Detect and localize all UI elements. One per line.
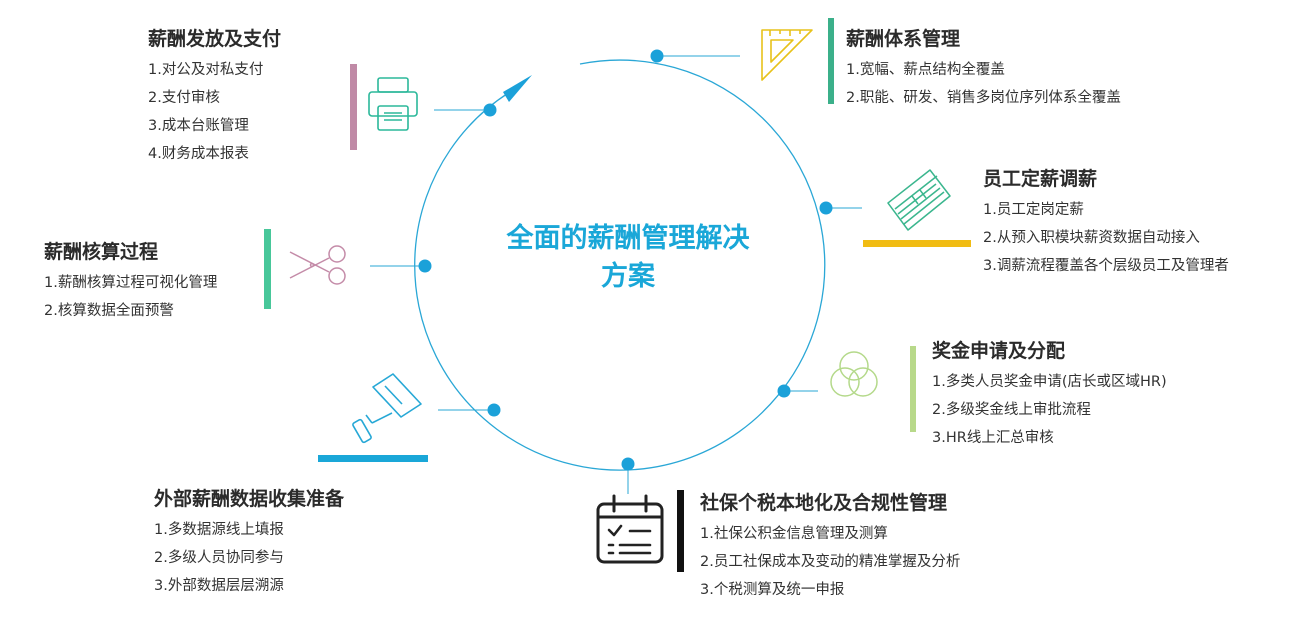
node-system [650, 49, 664, 63]
block-salary-payment: 薪酬发放及支付 1.对公及对私支付 2.支付审核 3.成本台账管理 4.财务成本… [148, 26, 281, 168]
accent-bar-bonus [910, 346, 916, 432]
node-bonus [777, 384, 791, 398]
block-bonus: 奖金申请及分配 1.多类人员奖金申请(店长或区域HR) 2.多级奖金线上审批流程… [932, 338, 1167, 452]
block-title: 外部薪酬数据收集准备 [154, 488, 345, 510]
center-title: 全面的薪酬管理解决 方案 [458, 220, 798, 296]
list-item: 2.多级奖金线上审批流程 [932, 402, 1091, 418]
list-item: 3.成本台账管理 [148, 118, 249, 134]
list-item: 1.薪酬核算过程可视化管理 [44, 275, 218, 291]
accent-bar-payment [350, 64, 357, 150]
block-title: 奖金申请及分配 [932, 340, 1066, 362]
block-external-data: 外部薪酬数据收集准备 1.多数据源线上填报 2.多级人员协同参与 3.外部数据层… [154, 486, 344, 600]
accent-bar-salary-adjust [863, 240, 971, 247]
center-title-line1: 全面的薪酬管理解决 [506, 223, 750, 254]
block-social-tax: 社保个税本地化及合规性管理 1.社保公积金信息管理及测算 2.员工社保成本及变动… [700, 490, 960, 604]
block-salary-system: 薪酬体系管理 1.宽幅、薪点结构全覆盖 2.职能、研发、销售多岗位序列体系全覆盖 [846, 26, 1121, 112]
list-item: 4.财务成本报表 [148, 146, 249, 162]
accent-bar-social-tax [677, 490, 684, 572]
cycle-arrow-head [503, 75, 532, 102]
paint-roller-icon [352, 373, 422, 444]
set-square-icon [761, 29, 813, 81]
list-item: 2.核算数据全面预警 [44, 303, 174, 319]
list-item: 1.多数据源线上填报 [154, 522, 284, 538]
accent-bar-calc [264, 229, 271, 309]
node-social-tax [621, 457, 635, 471]
node-calc [418, 259, 432, 273]
block-items: 1.薪酬核算过程可视化管理 2.核算数据全面预警 [44, 269, 217, 325]
block-items: 1.多数据源线上填报 2.多级人员协同参与 3.外部数据层层溯源 [154, 516, 344, 600]
printer-icon [368, 77, 418, 131]
block-salary-calc: 薪酬核算过程 1.薪酬核算过程可视化管理 2.核算数据全面预警 [44, 239, 217, 325]
cycle-nodes [418, 49, 833, 471]
list-item: 3.外部数据层层溯源 [154, 578, 284, 594]
scissors-icon [289, 245, 346, 285]
calendar-icon [596, 494, 664, 564]
list-item: 2.职能、研发、销售多岗位序列体系全覆盖 [846, 90, 1121, 106]
list-item: 2.员工社保成本及变动的精准掌握及分析 [700, 554, 961, 570]
center-title-line2: 方案 [601, 261, 655, 292]
cycle-circle [414, 59, 826, 471]
node-external-data [487, 403, 501, 417]
list-item: 1.员工定岗定薪 [983, 202, 1084, 218]
block-title: 社保个税本地化及合规性管理 [700, 492, 948, 514]
block-items: 1.社保公积金信息管理及测算 2.员工社保成本及变动的精准掌握及分析 3.个税测… [700, 520, 960, 604]
block-title: 员工定薪调薪 [983, 168, 1098, 190]
list-item: 1.宽幅、薪点结构全覆盖 [846, 62, 1005, 78]
list-item: 3.调薪流程覆盖各个层级员工及管理者 [983, 258, 1229, 274]
list-item: 3.个税测算及统一申报 [700, 582, 845, 598]
list-item: 3.HR线上汇总审核 [932, 430, 1054, 446]
accent-bar-system [828, 18, 834, 104]
block-salary-adjust: 员工定薪调薪 1.员工定岗定薪 2.从预入职模块薪资数据自动接入 3.调薪流程覆… [983, 166, 1229, 280]
block-title: 薪酬体系管理 [846, 28, 961, 50]
node-salary-adjust [819, 201, 833, 215]
list-item: 1.对公及对私支付 [148, 62, 264, 78]
block-items: 1.员工定岗定薪 2.从预入职模块薪资数据自动接入 3.调薪流程覆盖各个层级员工… [983, 196, 1229, 280]
accent-bar-external-data [318, 455, 428, 462]
list-item: 2.从预入职模块薪资数据自动接入 [983, 230, 1200, 246]
block-items: 1.宽幅、薪点结构全覆盖 2.职能、研发、销售多岗位序列体系全覆盖 [846, 56, 1121, 112]
node-payment [483, 103, 497, 117]
list-item: 2.支付审核 [148, 90, 220, 106]
card-icon [887, 169, 951, 231]
block-title: 薪酬核算过程 [44, 241, 159, 263]
list-item: 1.多类人员奖金申请(店长或区域HR) [932, 374, 1167, 390]
list-item: 2.多级人员协同参与 [154, 550, 284, 566]
block-items: 1.对公及对私支付 2.支付审核 3.成本台账管理 4.财务成本报表 [148, 56, 281, 168]
block-items: 1.多类人员奖金申请(店长或区域HR) 2.多级奖金线上审批流程 3.HR线上汇… [932, 368, 1167, 452]
overlapping-circles-icon [830, 351, 878, 397]
list-item: 1.社保公积金信息管理及测算 [700, 526, 888, 542]
block-title: 薪酬发放及支付 [148, 28, 282, 50]
